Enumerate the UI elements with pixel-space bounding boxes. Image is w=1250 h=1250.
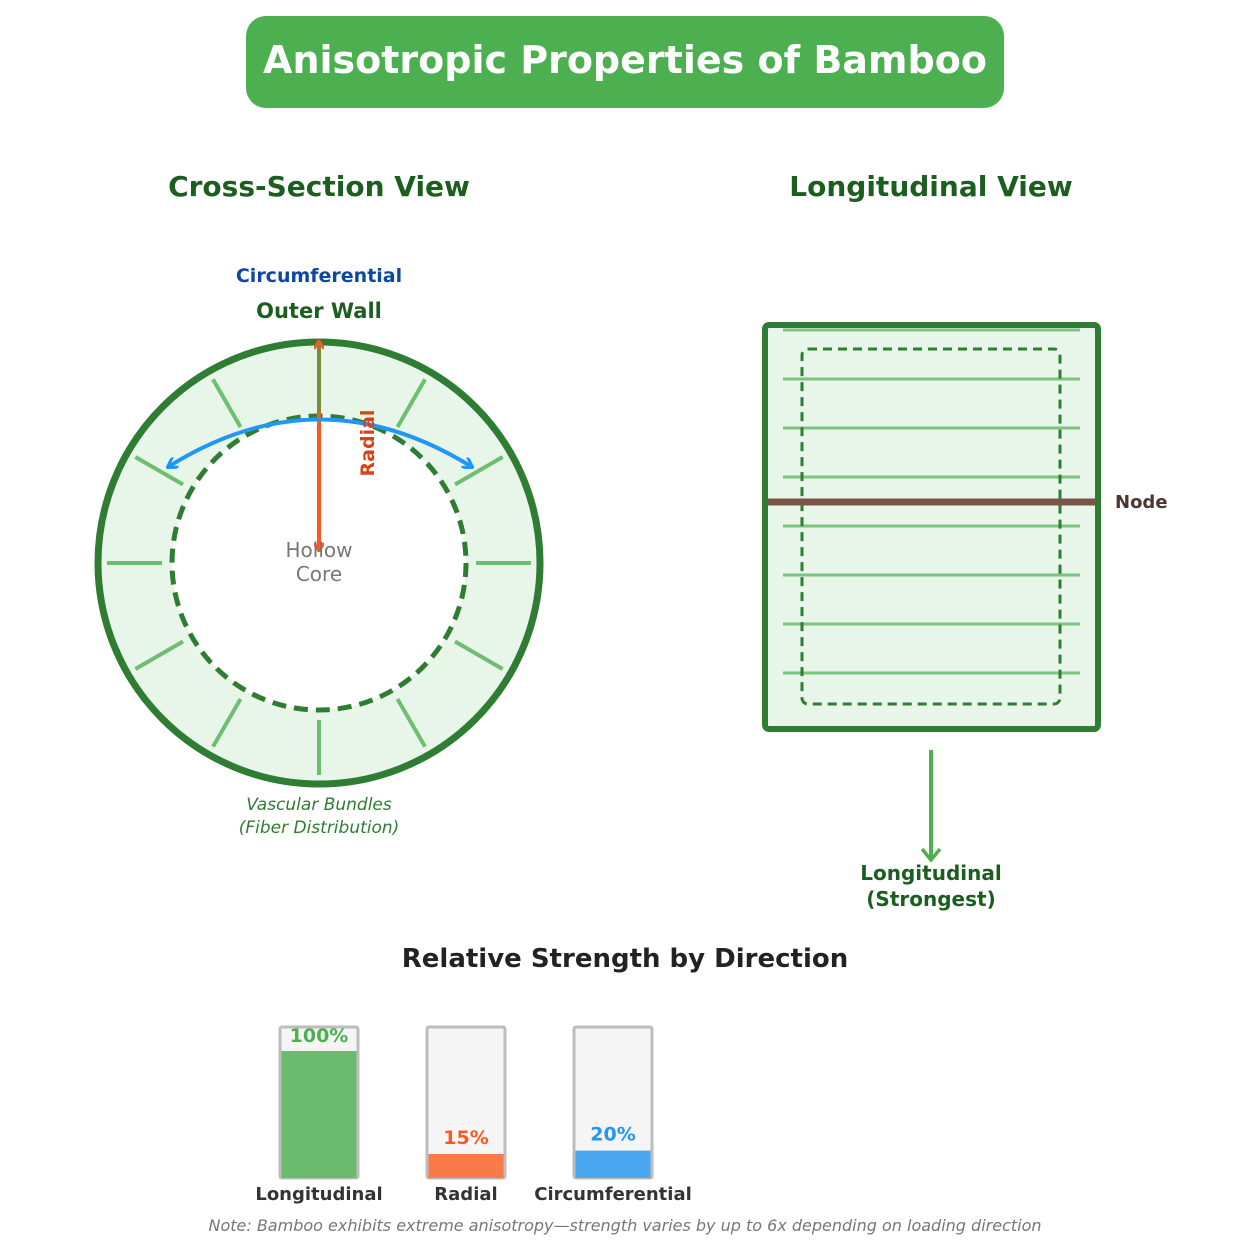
- bar-value-label: 100%: [290, 1025, 349, 1047]
- strength-heading: Relative Strength by Direction: [402, 944, 849, 974]
- core-label-line2: Core: [296, 562, 342, 586]
- vascular-bundle-mark: [134, 455, 185, 487]
- bundles-label-line1: Vascular Bundles: [246, 795, 392, 815]
- page-title: Anisotropic Properties of Bamboo: [263, 38, 987, 82]
- vascular-bundle-mark: [453, 455, 504, 487]
- longitudinal-arrow-label-line1: Longitudinal: [860, 861, 1001, 885]
- vascular-bundle-mark: [395, 378, 427, 429]
- vascular-bundle-mark: [395, 697, 427, 748]
- longitudinal-heading: Longitudinal View: [789, 170, 1072, 203]
- vascular-bundle-mark: [134, 639, 185, 671]
- cross-section-heading: Cross-Section View: [168, 170, 470, 203]
- title-banner: [246, 16, 1004, 108]
- fiber-lines: [783, 328, 1080, 675]
- longitudinal-arrow-label-line2: (Strongest): [866, 887, 995, 911]
- circumferential-label: Circumferential: [236, 265, 402, 287]
- note-text: Note: Bamboo exhibits extreme anisotropy…: [208, 1216, 1041, 1235]
- bar-value-label: 20%: [590, 1124, 635, 1146]
- core-label-line1: Hollow: [286, 538, 353, 562]
- bar-category-label: Longitudinal: [255, 1184, 382, 1205]
- strength-bars: 100% Longitudinal 15% Radial 20% Circumferent…: [255, 1025, 691, 1205]
- vascular-bundle-mark: [453, 639, 504, 671]
- bar-fill-radial: [428, 1154, 504, 1178]
- bar-category-label: Circumferential: [534, 1184, 692, 1205]
- bundles-label-line2: (Fiber Distribution): [239, 818, 400, 838]
- circumferential-arrow: [168, 417, 472, 468]
- bar-fill-longitudinal: [281, 1051, 357, 1178]
- bar-value-label: 15%: [443, 1127, 488, 1149]
- bar-fill-circumferential: [575, 1150, 651, 1178]
- vascular-bundle-mark: [211, 378, 243, 429]
- outer-wall-label: Outer Wall: [256, 299, 382, 323]
- radial-label: Radial: [357, 410, 379, 477]
- node-label: Node: [1115, 492, 1168, 513]
- vascular-bundle-mark: [211, 697, 243, 748]
- hollow-core-outline: [800, 347, 1062, 706]
- bar-category-label: Radial: [434, 1184, 497, 1205]
